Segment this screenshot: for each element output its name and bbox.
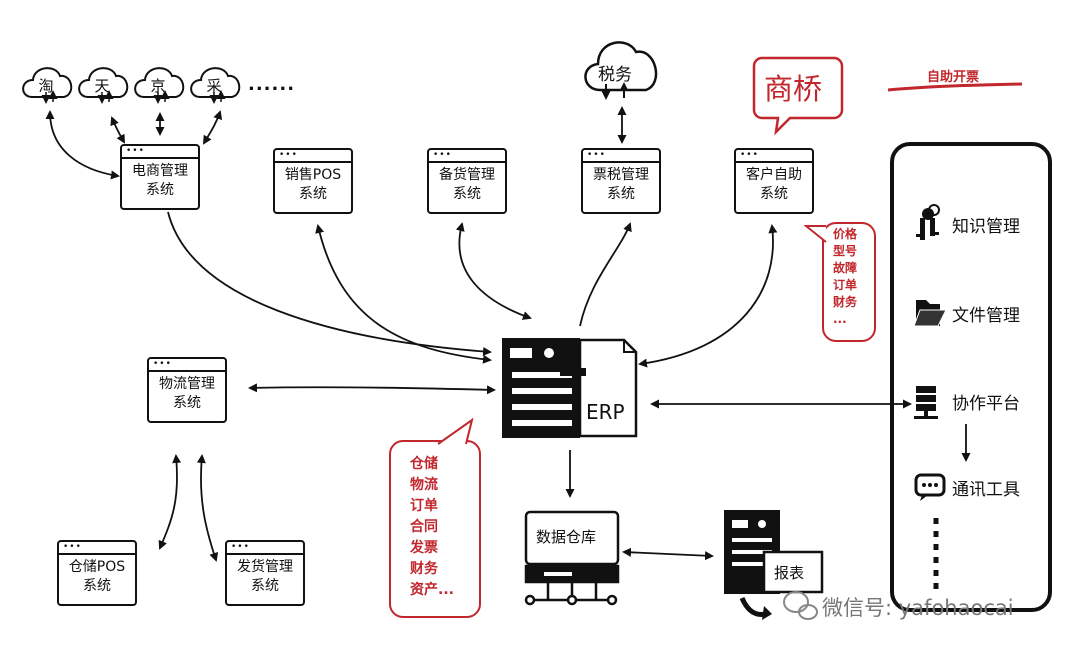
customer-info-list: 价格 型号 故障 订单 财务 ... (833, 226, 857, 328)
cloud-taobao-label: 淘 (38, 77, 54, 95)
report-server-icon (724, 510, 824, 620)
cloud-tmall-label: 天 (94, 77, 110, 95)
customer-system-title: 客户自助 (746, 167, 802, 183)
customer-info-price: 价格 (833, 227, 858, 241)
tax-system-subtitle: 系统 (607, 186, 635, 202)
erp-info-order: 订单 (410, 498, 438, 514)
clouds-more: ...... (248, 74, 296, 95)
erp-info-list: 仓储 物流 订单 合同 发票 财务 资产... (410, 454, 454, 601)
erp-info-assets: 资产... (410, 582, 454, 598)
logistics-system-subtitle: 系统 (173, 395, 201, 411)
self-invoice-underline (887, 82, 1023, 92)
ecommerce-system-title: 电商管理 (132, 163, 188, 179)
panel-item-collaboration-label: 协作平台 (952, 394, 1020, 414)
delivery-system-title: 发货管理 (237, 559, 293, 575)
delivery-system-subtitle: 系统 (251, 578, 279, 594)
panel-item-files: 文件管理 (952, 301, 1020, 326)
self-invoice-label: 自助开票 (927, 70, 980, 85)
erp-info-invoice: 发票 (410, 540, 438, 556)
warehouse-pos-subtitle: 系统 (83, 578, 111, 594)
tax-system-window: ••• 票税管理系统 (581, 148, 661, 214)
pos-system-subtitle: 系统 (299, 186, 327, 202)
panel-item-collaboration: 协作平台 (952, 389, 1020, 414)
panel-item-messaging-label: 通讯工具 (952, 480, 1020, 500)
cloud-tmall-icon (78, 67, 129, 98)
tax-system-title: 票税管理 (593, 167, 649, 183)
panel-item-files-label: 文件管理 (952, 306, 1020, 326)
erp-server-icon (502, 338, 638, 438)
delivery-system-window: ••• 发货管理系统 (225, 540, 305, 606)
stock-system-title: 备货管理 (439, 167, 495, 183)
collaboration-panel (890, 142, 1052, 612)
customer-info-order: 订单 (833, 278, 858, 292)
customer-info-bubble (822, 222, 876, 342)
panel-item-knowledge-label: 知识管理 (952, 217, 1020, 237)
customer-system-subtitle: 系统 (760, 186, 788, 202)
warehouse-pos-title: 仓储POS (68, 559, 126, 575)
cloud-jd-icon (134, 67, 185, 98)
cloud-taobao-icon (22, 67, 73, 98)
customer-info-fault: 故障 (833, 261, 858, 275)
tax-cloud-icon (584, 41, 658, 92)
folder-icon (913, 300, 947, 327)
logistics-system-title: 物流管理 (159, 376, 215, 392)
panel-item-knowledge: 知识管理 (952, 212, 1020, 237)
customer-info-finance: 财务 (833, 295, 858, 309)
ecommerce-system-subtitle: 系统 (146, 182, 174, 198)
panel-item-messaging: 通讯工具 (952, 475, 1020, 500)
watermark: 微信号: yafohaocai (822, 596, 1014, 620)
customer-info-more: ... (833, 312, 847, 326)
logistics-system-window: ••• 物流管理系统 (147, 357, 227, 423)
cloud-procurement-icon (190, 67, 241, 98)
stock-system-window: ••• 备货管理系统 (427, 148, 507, 214)
shangqiao-label: 商桥 (764, 72, 823, 106)
erp-info-warehouse: 仓储 (410, 456, 438, 472)
erp-info-contract: 合同 (410, 519, 438, 535)
erp-bubble-tail (437, 418, 474, 445)
data-warehouse-label: 数据仓库 (536, 528, 597, 546)
erp-info-logistics: 物流 (410, 477, 438, 493)
customer-bubble-tail (804, 225, 827, 243)
pos-system-title: 销售POS (284, 167, 342, 183)
shangqiao-bubble (752, 56, 844, 136)
wechat-icon (783, 591, 818, 620)
ecommerce-system-window: ••• 电商管理系统 (120, 144, 200, 210)
stock-system-subtitle: 系统 (453, 186, 481, 202)
cloud-procurement-label: 采 (206, 77, 222, 95)
erp-info-bubble (389, 440, 481, 618)
report-label: 报表 (774, 564, 805, 582)
customer-info-model: 型号 (833, 244, 858, 258)
erp-label: ERP (586, 400, 625, 424)
chat-icon (914, 473, 946, 501)
cloud-jd-label: 京 (150, 77, 166, 95)
tax-cloud-label: 税务 (598, 65, 632, 85)
server-stack-icon (914, 386, 938, 419)
erp-info-finance: 财务 (410, 561, 438, 577)
ecommerce-clouds (22, 67, 241, 98)
key-icon (916, 204, 940, 240)
customer-system-window: ••• 客户自助系统 (734, 148, 814, 214)
